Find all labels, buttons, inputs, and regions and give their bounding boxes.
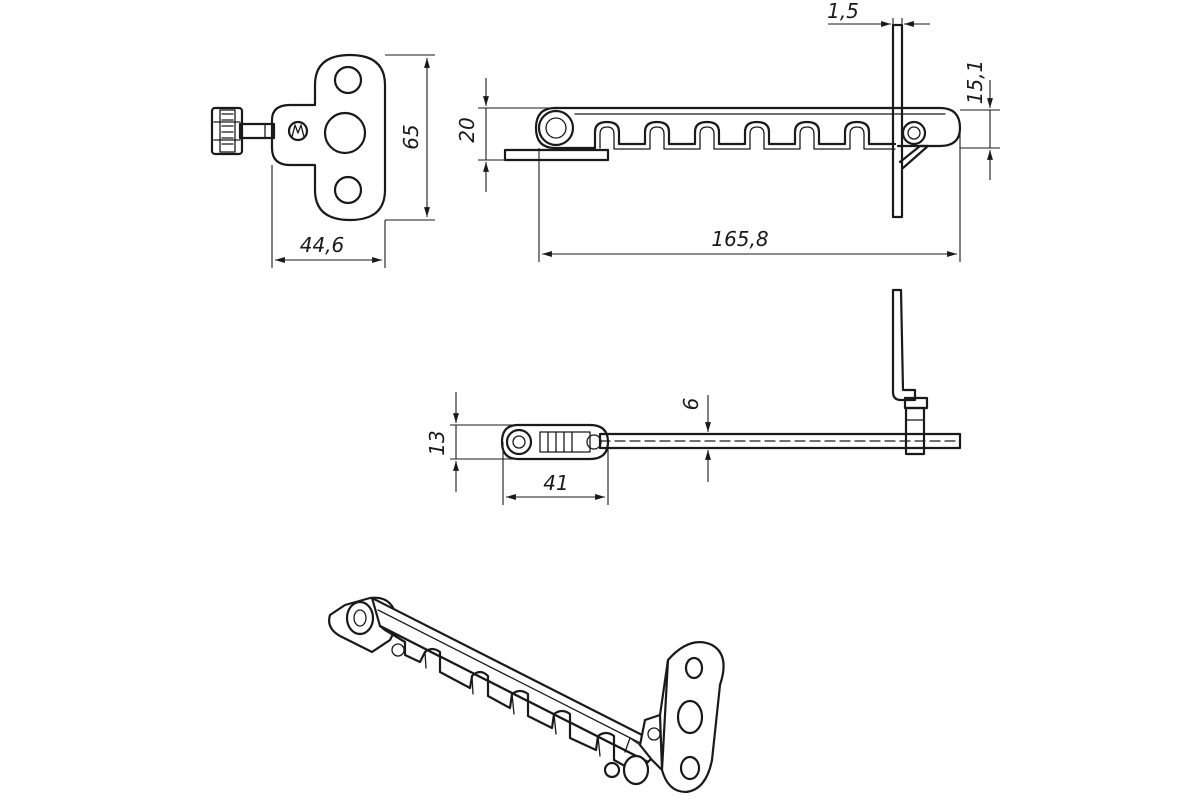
dimension-hole-size: 6 bbox=[679, 395, 716, 482]
dimension-plate-thickness: 1,5 bbox=[827, 0, 930, 30]
side-view: 65 44,6 bbox=[210, 53, 435, 268]
frame-plate bbox=[891, 23, 904, 219]
rivet-head bbox=[287, 120, 309, 142]
stay-bar-outline bbox=[553, 106, 962, 148]
plate-hole-bottom bbox=[333, 175, 363, 205]
angle-plate-top bbox=[891, 288, 917, 402]
iso-bar-notches bbox=[378, 624, 650, 772]
end-pin-outer bbox=[901, 120, 927, 146]
total-length-label: 165,8 bbox=[711, 227, 768, 251]
rivet-mark bbox=[291, 124, 305, 138]
pivot-outer bbox=[537, 109, 575, 147]
slider-pivot-outer bbox=[505, 428, 533, 456]
dimension-slider-length: 41 bbox=[502, 442, 609, 505]
isometric-view bbox=[328, 596, 725, 794]
knob-body bbox=[210, 106, 244, 156]
dimension-side-width: 44,6 bbox=[271, 165, 386, 268]
iso-mount-plate bbox=[638, 641, 725, 794]
base-plate bbox=[503, 148, 610, 162]
slider-core bbox=[539, 431, 591, 453]
slider-length-label: 41 bbox=[543, 471, 568, 495]
pin-body bbox=[904, 406, 926, 456]
iso-plate-hole-center bbox=[676, 699, 704, 735]
iso-pivot bbox=[345, 600, 375, 636]
dimension-side-height: 65 bbox=[385, 54, 435, 221]
stay-bar-notches bbox=[578, 120, 897, 150]
top-view: 13 6 41 bbox=[425, 288, 962, 505]
top-height-label: 20 bbox=[455, 117, 479, 142]
knob-core bbox=[219, 109, 236, 153]
end-pin-inner bbox=[907, 126, 921, 140]
side-width-label: 44,6 bbox=[300, 233, 345, 257]
dimension-bar-height: 13 bbox=[425, 392, 518, 492]
dimension-top-height: 20 bbox=[455, 78, 555, 192]
iso-plate-hole-top bbox=[684, 656, 704, 680]
end-height-label: 15,1 bbox=[963, 60, 987, 105]
front-view: 1,5 20 15,1 165,8 bbox=[455, 0, 1000, 262]
dimension-total-length: 165,8 bbox=[538, 130, 961, 262]
dimension-end-height: 15,1 bbox=[960, 60, 1000, 180]
iso-plate-hole-bottom bbox=[679, 755, 701, 781]
plate-thickness-label: 1,5 bbox=[827, 0, 859, 23]
slider-body bbox=[500, 423, 610, 461]
iso-end-pin bbox=[622, 754, 650, 786]
mounting-plate bbox=[270, 53, 387, 222]
side-height-label: 65 bbox=[399, 124, 423, 149]
pin-shaft bbox=[238, 122, 276, 140]
bar-height-label: 13 bbox=[425, 430, 449, 455]
slider-pivot-inner bbox=[512, 435, 526, 449]
hole-size-label: 6 bbox=[679, 398, 703, 411]
plate-hole-center bbox=[323, 111, 367, 155]
plate-hole-top bbox=[333, 65, 363, 95]
pivot-inner bbox=[545, 117, 567, 139]
